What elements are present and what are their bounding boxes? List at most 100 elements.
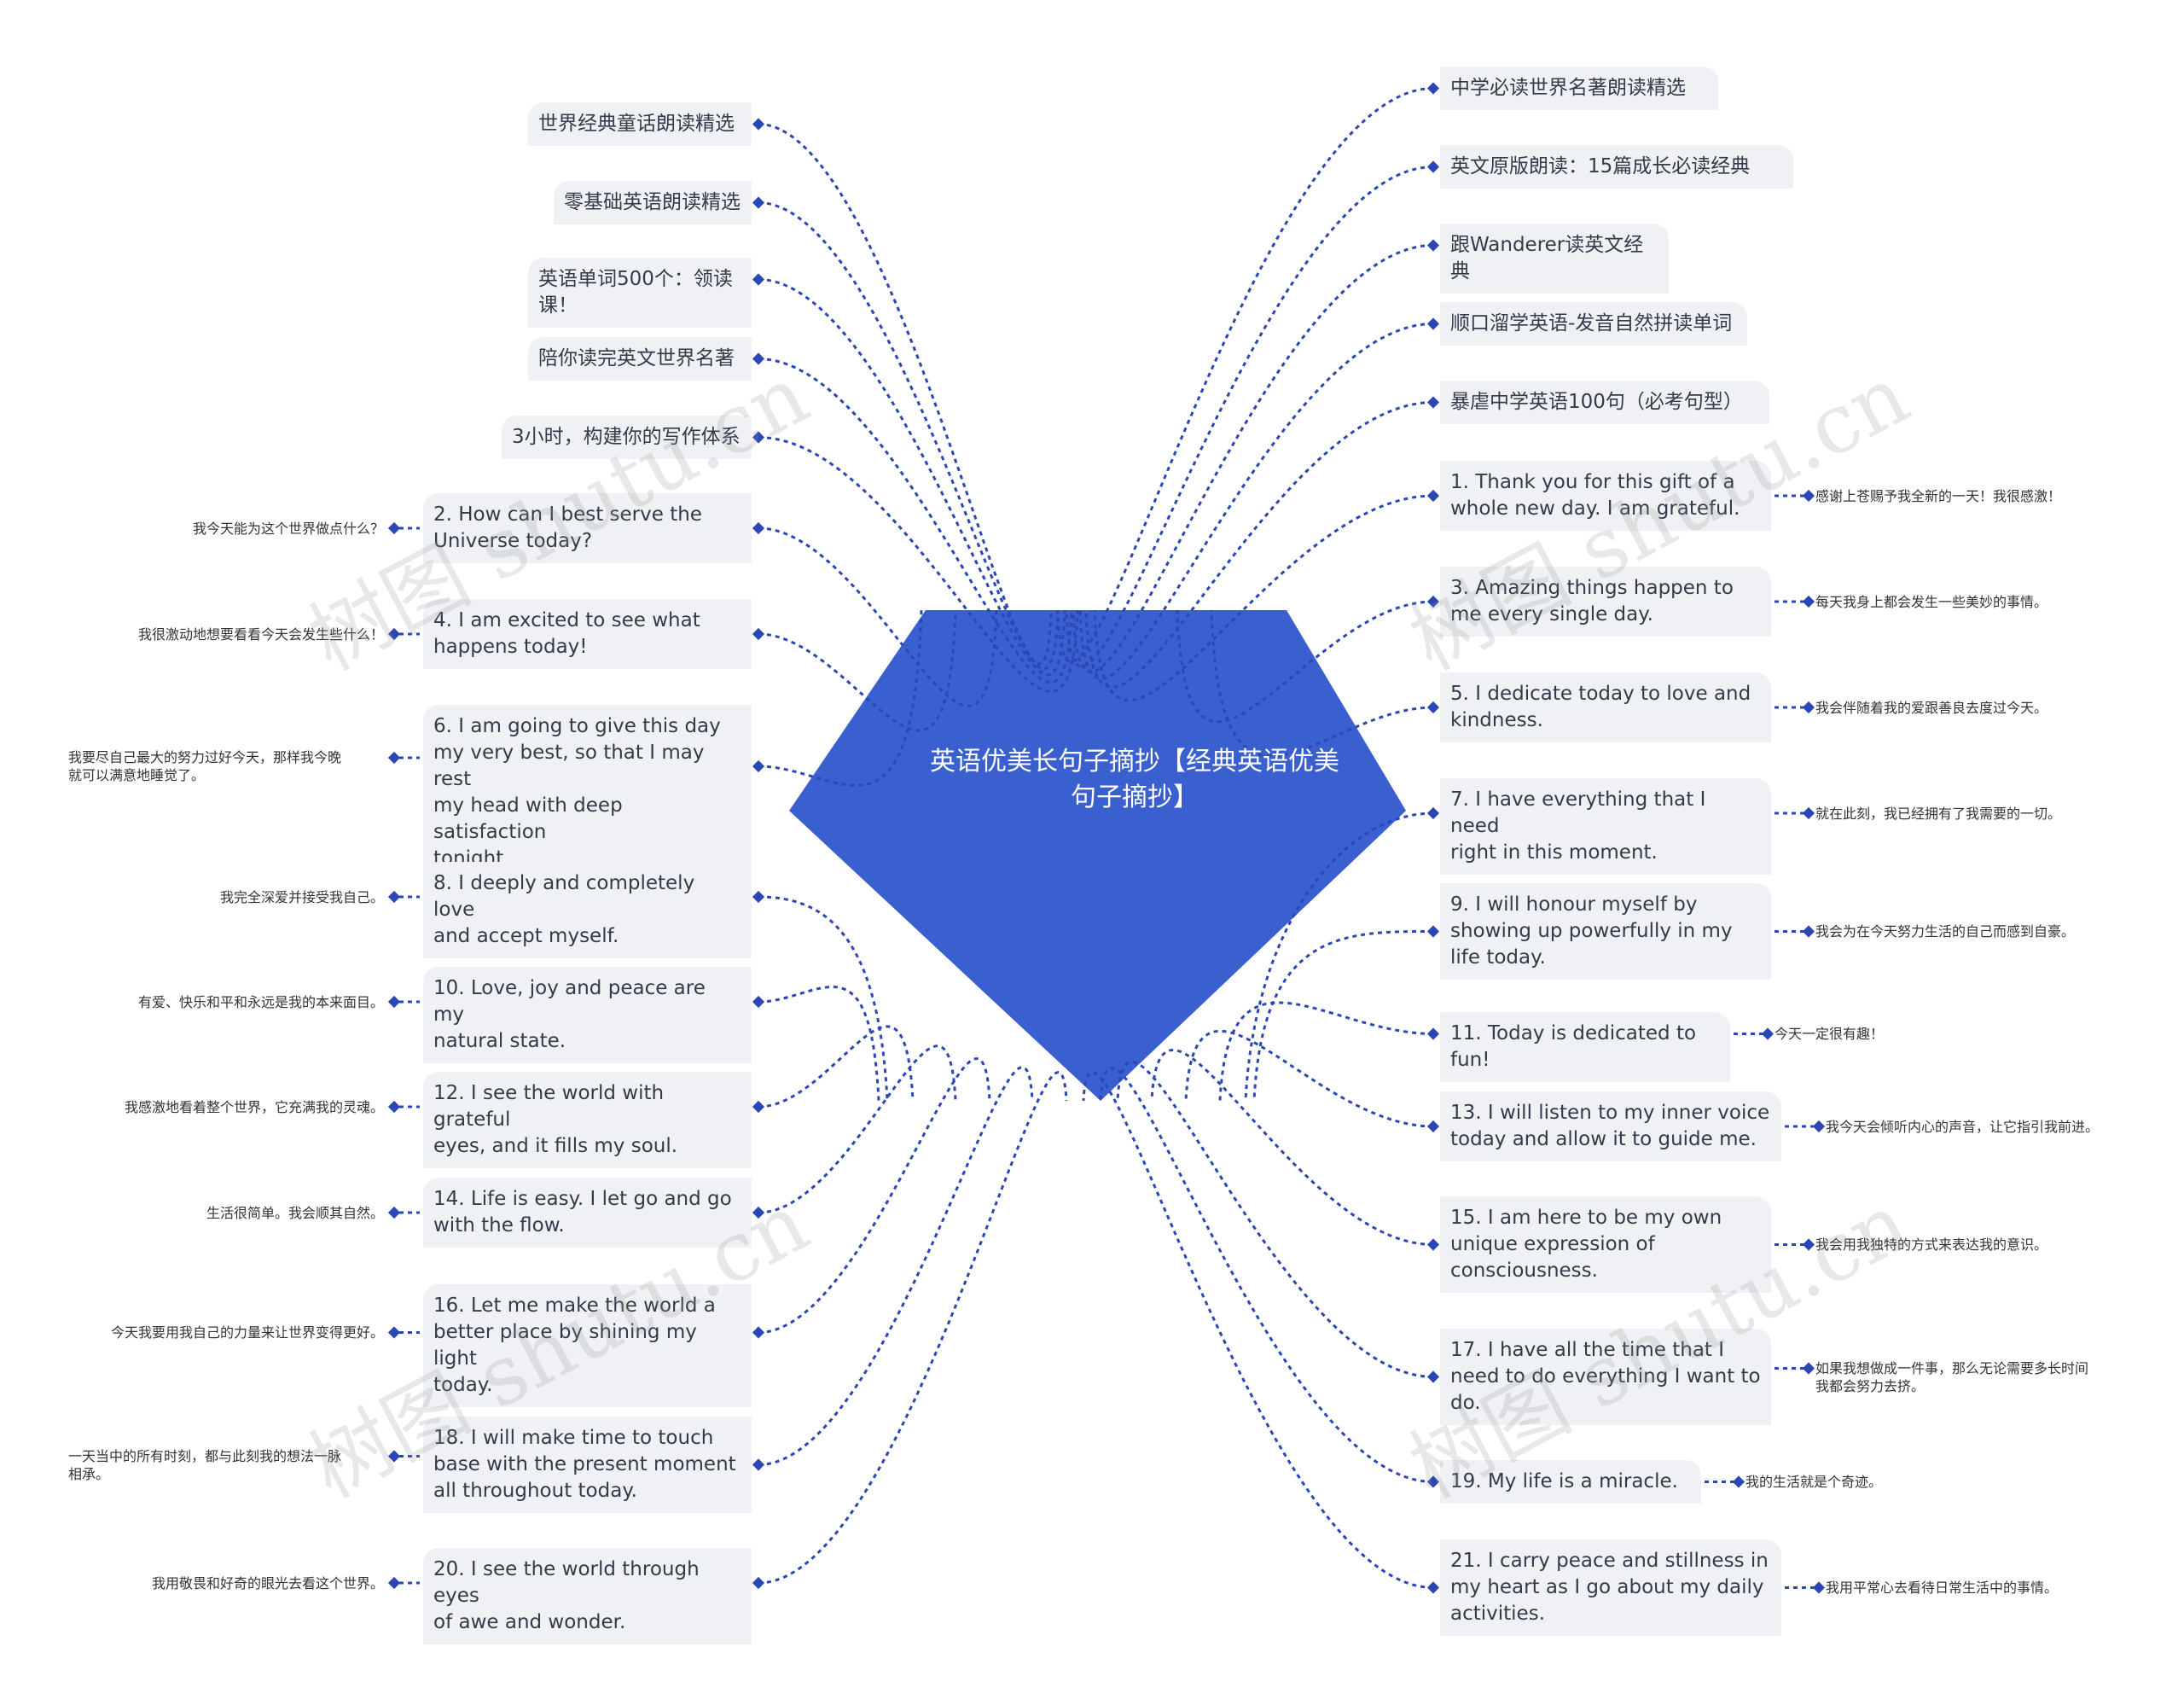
branch-connector <box>1082 1071 1434 1589</box>
translation-note[interactable]: 我会为在今天努力生活的自己而感到自豪。 <box>1815 922 2167 940</box>
translation-line: 有爱、快乐和平和永远是我的本来面目。 <box>137 993 384 1010</box>
translation-dot <box>387 1100 401 1114</box>
node-text-line: today and allow it to guide me. <box>1450 1128 1757 1150</box>
branch-connector <box>1252 929 1434 1102</box>
right-topic-node[interactable]: 暴虐中学英语100句（必考句型） <box>1440 381 1769 424</box>
branch-connector <box>1099 1067 1434 1483</box>
translation-note[interactable]: 我的生活就是个奇迹。 <box>1745 1473 2167 1491</box>
node-text-line: 9. I will honour myself by <box>1450 893 1698 916</box>
left-topic-node[interactable]: 英语单词500个：领读课！ <box>528 258 752 328</box>
translation-note[interactable]: 今天一定很有趣！ <box>1774 1025 2167 1043</box>
translation-note[interactable]: 我今天能为这个世界做点什么？ <box>68 520 384 538</box>
translation-note[interactable]: 我完全深爱并接受我自己。 <box>68 888 384 906</box>
node-text-line: happens today! <box>433 636 588 658</box>
node-text-line: 14. Life is easy. I let go and go <box>433 1188 732 1210</box>
right-topic-node[interactable]: 13. I will listen to my inner voice toda… <box>1440 1091 1781 1161</box>
translation-line: 相承。 <box>68 1465 110 1482</box>
center-topic-shape[interactable] <box>789 610 1406 1101</box>
translation-note[interactable]: 我感激地看着整个世界，它充满我的灵魂。 <box>68 1098 384 1116</box>
node-text-line: 1. Thank you for this gift of a <box>1450 471 1735 493</box>
branch-connector <box>1093 494 1434 702</box>
branch-connector <box>1150 1049 1434 1246</box>
node-text-line: 5. I dedicate today to love and <box>1450 683 1751 705</box>
left-topic-node[interactable]: 陪你读完英文世界名著 <box>528 337 752 381</box>
translation-note[interactable]: 今天我要用我自己的力量来让世界变得更好。 <box>68 1324 384 1341</box>
translation-dot <box>1802 595 1815 608</box>
right-topic-node[interactable]: 11. Today is dedicated to fun! <box>1440 1012 1730 1082</box>
translation-note[interactable]: 感谢上苍赐予我全新的一天！我很感激！ <box>1815 487 2167 505</box>
translation-note[interactable]: 我用平常心去看待日常生活中的事情。 <box>1826 1579 2167 1597</box>
branch-connector <box>758 1066 1034 1466</box>
node-text-line: life today. <box>1450 946 1546 969</box>
translation-note[interactable]: 生活很简单。我会顺其自然。 <box>68 1204 384 1222</box>
node-text-line: 2. How can I best serve the <box>433 503 702 526</box>
node-text-line: 19. My life is a miracle. <box>1450 1470 1678 1492</box>
translation-dot <box>1802 925 1815 938</box>
branch-connector <box>1072 244 1434 673</box>
translation-dot <box>1802 701 1815 714</box>
translation-note[interactable]: 我用敬畏和好奇的眼光去看这个世界。 <box>68 1574 384 1592</box>
node-text-line: 暴虐中学英语100句（必考句型） <box>1450 391 1743 413</box>
node-text-line: do. <box>1450 1392 1481 1414</box>
right-topic-node[interactable]: 顺口溜学英语-发音自然拼读单词 <box>1440 302 1747 346</box>
left-topic-node[interactable]: 3小时，构建你的写作体系 <box>502 416 752 459</box>
translation-line: 我都会努力去挤。 <box>1815 1377 1926 1394</box>
branch-connector <box>758 278 1066 677</box>
translation-line: 生活很简单。我会顺其自然。 <box>206 1204 384 1221</box>
translation-dot <box>387 521 401 535</box>
translation-dot <box>387 751 401 765</box>
node-text-line: 陪你读完英文世界名著 <box>538 347 735 369</box>
translation-note[interactable]: 我要尽自己最大的努力过好今天，那样我今晚就可以满意地睡觉了。 <box>68 748 384 784</box>
node-text-line: 英文原版朗读：15篇成长必读经典 <box>1450 155 1751 177</box>
translation-note[interactable]: 我很激动地想要看看今天会发生些什么！ <box>68 625 384 643</box>
translation-line: 感谢上苍赐予我全新的一天！我很感激！ <box>1815 487 2062 504</box>
node-text-line: 零基础英语朗读精选 <box>564 191 741 213</box>
translation-note[interactable]: 一天当中的所有时刻，都与此刻我的想法一脉相承。 <box>68 1447 384 1483</box>
node-text-line: of awe and wonder. <box>433 1611 626 1633</box>
translation-note[interactable]: 有爱、快乐和平和永远是我的本来面目。 <box>68 993 384 1011</box>
translation-line: 我会伴随着我的爱跟善良去度过今天。 <box>1815 699 2048 716</box>
translation-dot <box>1802 806 1815 820</box>
node-text-line: with the flow. <box>433 1214 565 1236</box>
translation-note[interactable]: 如果我想做成一件事，那么无论需要多长时间我都会努力去挤。 <box>1815 1359 2167 1395</box>
translation-line: 我完全深爱并接受我自己。 <box>219 888 384 905</box>
node-text-line: 21. I carry peace and stillness in <box>1450 1550 1769 1572</box>
translation-dot <box>387 627 401 641</box>
translation-note[interactable]: 我今天会倾听内心的声音，让它指引我前进。 <box>1826 1118 2167 1136</box>
translation-note[interactable]: 每天我身上都会发生一些美妙的事情。 <box>1815 593 2167 611</box>
left-topic-node[interactable]: 世界经典童话朗读精选 <box>528 102 752 146</box>
node-text-line: eyes, and it fills my soul. <box>433 1135 678 1157</box>
translation-line: 我感激地看着整个世界，它充满我的灵魂。 <box>124 1098 384 1115</box>
right-topic-node[interactable]: 19. My life is a miracle. <box>1440 1460 1701 1504</box>
right-topic-node[interactable]: 跟Wanderer读英文经典 <box>1440 224 1669 294</box>
right-topic-node[interactable]: 中学必读世界名著朗读精选 <box>1440 67 1718 110</box>
left-topic-node[interactable]: 14. Life is easy. I let go and go with th… <box>423 1178 752 1248</box>
left-topic-node[interactable]: 零基础英语朗读精选 <box>554 181 752 224</box>
node-text-line: right in this moment. <box>1450 841 1658 864</box>
left-topic-node[interactable]: 20. I see the world through eyes of awe … <box>423 1548 752 1644</box>
translation-note[interactable]: 我会用我独特的方式来表达我的意识。 <box>1815 1236 2167 1254</box>
translation-note[interactable]: 就在此刻，我已经拥有了我需要的一切。 <box>1815 805 2167 823</box>
translation-line: 就可以满意地睡觉了。 <box>68 767 206 783</box>
translation-dot <box>387 1206 401 1219</box>
translation-note[interactable]: 我会伴随着我的爱跟善良去度过今天。 <box>1815 699 2167 717</box>
right-topic-node[interactable]: 英文原版朗读：15篇成长必读经典 <box>1440 145 1793 189</box>
